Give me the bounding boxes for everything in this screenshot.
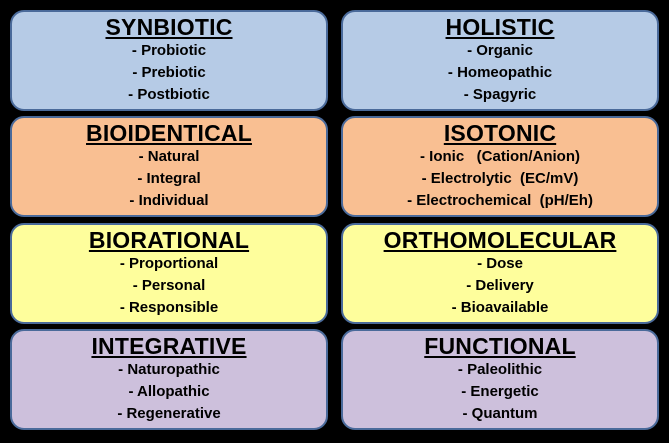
card-item: - Dose (477, 255, 523, 272)
card-title: ISOTONIC (443, 120, 557, 146)
card-bioidentical: BIOIDENTICAL - Natural - Integral - Indi… (10, 116, 328, 217)
card-item: - Prebiotic (132, 64, 206, 81)
card-isotonic: ISOTONIC - Ionic (Cation/Anion) - Electr… (341, 116, 659, 217)
card-item: - Individual (129, 192, 209, 209)
card-item: - Integral (137, 170, 201, 187)
card-title: BIORATIONAL (88, 227, 250, 253)
card-item: - Spagyric (463, 86, 537, 103)
card-title: ORTHOMOLECULAR (383, 227, 617, 253)
card-item: - Energetic (461, 383, 539, 400)
card-title: BIOIDENTICAL (86, 120, 252, 146)
card-item: - Natural (138, 148, 200, 165)
card-item: - Homeopathic (447, 64, 553, 81)
card-item: - Ionic (Cation/Anion) (420, 148, 580, 165)
card-item: - Delivery (466, 277, 534, 294)
card-item: - Naturopathic (118, 361, 220, 378)
card-item: - Personal (132, 277, 206, 294)
card-integrative: INTEGRATIVE - Naturopathic - Allopathic … (10, 329, 328, 430)
card-item: - Organic (467, 42, 533, 59)
card-item: - Probiotic (131, 42, 207, 59)
card-title: HOLISTIC (445, 14, 555, 40)
card-holistic: HOLISTIC - Organic - Homeopathic - Spagy… (341, 10, 659, 111)
card-item: - Bioavailable (451, 299, 549, 316)
card-title: INTEGRATIVE (91, 333, 247, 359)
card-orthomolecular: ORTHOMOLECULAR - Dose - Delivery - Bioav… (341, 223, 659, 324)
card-title: SYNBIOTIC (105, 14, 233, 40)
card-item: - Quantum (462, 405, 538, 422)
card-title: FUNCTIONAL (424, 333, 576, 359)
card-synbiotic: SYNBIOTIC - Probiotic - Prebiotic - Post… (10, 10, 328, 111)
card-item: - Electrolytic (EC/mV) (421, 170, 579, 187)
card-item: - Responsible (119, 299, 219, 316)
card-item: - Regenerative (117, 405, 221, 422)
card-item: - Paleolithic (457, 361, 543, 378)
card-biorational: BIORATIONAL - Proportional - Personal - … (10, 223, 328, 324)
card-item: - Proportional (119, 255, 219, 272)
card-item: - Postbiotic (128, 86, 210, 103)
card-functional: FUNCTIONAL - Paleolithic - Energetic - Q… (341, 329, 659, 430)
card-item: - Electrochemical (pH/Eh) (407, 192, 593, 209)
card-item: - Allopathic (128, 383, 210, 400)
